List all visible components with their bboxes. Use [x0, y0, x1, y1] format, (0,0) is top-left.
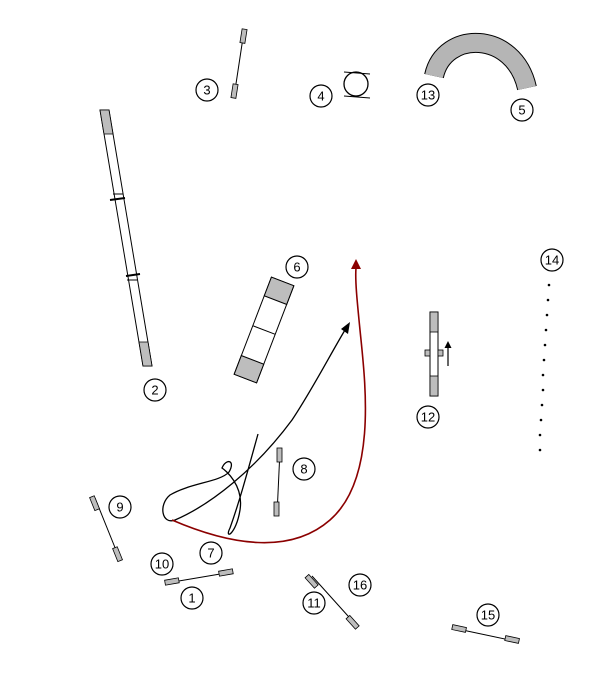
jump-9 — [89, 495, 123, 563]
svg-text:11: 11 — [307, 596, 321, 611]
label-9: 9 — [108, 495, 132, 519]
svg-text:1: 1 — [188, 591, 195, 606]
svg-text:5: 5 — [518, 103, 525, 118]
label-8: 8 — [292, 457, 316, 481]
dogwalk-obstacle — [99, 109, 153, 367]
svg-text:16: 16 — [353, 578, 367, 593]
teeter-obstacle — [424, 311, 452, 397]
label-14: 14 — [540, 248, 564, 272]
svg-text:4: 4 — [317, 89, 324, 104]
tire-obstacle — [343, 71, 371, 99]
course-path-black — [162, 322, 350, 535]
label-4: 4 — [309, 84, 333, 108]
svg-text:3: 3 — [203, 83, 210, 98]
jump-15 — [451, 624, 520, 644]
svg-text:10: 10 — [155, 557, 169, 572]
jump-3 — [230, 28, 248, 99]
weave-poles-obstacle — [538, 283, 551, 452]
label-15: 15 — [476, 603, 500, 627]
svg-text:13: 13 — [421, 88, 435, 103]
label-2: 2 — [143, 378, 167, 402]
svg-text:15: 15 — [481, 608, 495, 623]
svg-text:8: 8 — [300, 462, 307, 477]
tunnel-obstacle — [424, 33, 537, 91]
jump-11-16 — [304, 573, 360, 630]
label-6: 6 — [285, 255, 309, 279]
label-11: 11 — [302, 591, 326, 615]
label-10: 10 — [150, 552, 174, 576]
label-5: 5 — [510, 98, 534, 122]
jump-8 — [273, 447, 283, 517]
course-path-red — [171, 259, 367, 544]
svg-text:14: 14 — [545, 253, 559, 268]
label-1: 1 — [180, 586, 204, 610]
svg-text:2: 2 — [151, 383, 158, 398]
label-12: 12 — [416, 405, 440, 429]
svg-text:6: 6 — [293, 260, 300, 275]
svg-text:9: 9 — [116, 500, 123, 515]
label-3: 3 — [195, 78, 219, 102]
svg-text:7: 7 — [207, 546, 214, 561]
label-13: 13 — [416, 83, 440, 107]
label-16: 16 — [348, 573, 372, 597]
jump-1 — [164, 568, 234, 586]
label-7: 7 — [199, 541, 223, 565]
svg-text:12: 12 — [421, 410, 435, 425]
aframe-obstacle — [233, 276, 295, 384]
